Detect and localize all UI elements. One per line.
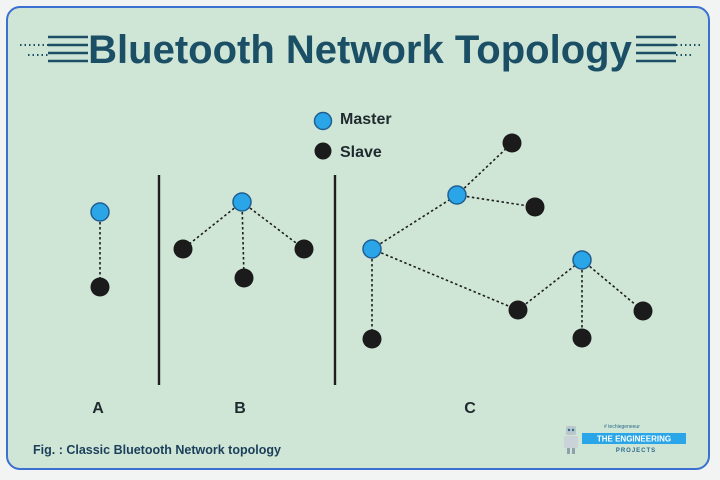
master-node <box>447 185 467 205</box>
panel-label-a: A <box>92 400 104 417</box>
master-node <box>362 239 382 259</box>
slave-node <box>362 329 382 349</box>
figure-caption: Fig. : Classic Bluetooth Network topolog… <box>33 443 281 457</box>
slave-node <box>572 328 592 348</box>
link <box>371 194 458 250</box>
diagram-card <box>6 6 710 470</box>
slave-node <box>525 197 545 217</box>
panel-label-c: C <box>464 400 476 417</box>
legend-master-icon <box>313 111 333 131</box>
master-node <box>90 202 110 222</box>
master-node <box>572 250 592 270</box>
link <box>241 201 245 279</box>
panel-c <box>362 133 653 349</box>
link <box>581 259 644 312</box>
title-decoration-left <box>20 35 88 63</box>
legend-slave-icon <box>314 142 332 160</box>
link <box>241 201 305 250</box>
title-decoration-right <box>636 35 702 63</box>
link <box>182 201 243 250</box>
brand-name: THE ENGINEERING <box>597 435 671 444</box>
brand-sub: PROJECTS <box>616 448 656 454</box>
page-title: Bluetooth Network Topology <box>88 28 632 72</box>
slave-node <box>294 239 314 259</box>
link <box>517 259 583 311</box>
legend-master-label: Master <box>340 111 392 128</box>
slave-node <box>234 268 254 288</box>
panel-label-b: B <box>234 400 246 417</box>
slave-node <box>502 133 522 153</box>
slave-node <box>633 301 653 321</box>
slave-node <box>508 300 528 320</box>
brand-banner <box>582 433 686 444</box>
link <box>456 194 536 208</box>
panel-a <box>90 202 110 297</box>
slave-node <box>90 277 110 297</box>
slave-node <box>173 239 193 259</box>
brand-tagline: # techiegeneeur <box>604 424 640 430</box>
panel-b <box>173 192 314 288</box>
link <box>456 142 513 196</box>
legend-slave-label: Slave <box>340 144 382 161</box>
link <box>371 248 519 311</box>
brand-logo: # techiegeneeur THE ENGINEERING PROJECTS <box>564 424 686 454</box>
master-node <box>232 192 252 212</box>
robot-icon <box>564 426 578 454</box>
